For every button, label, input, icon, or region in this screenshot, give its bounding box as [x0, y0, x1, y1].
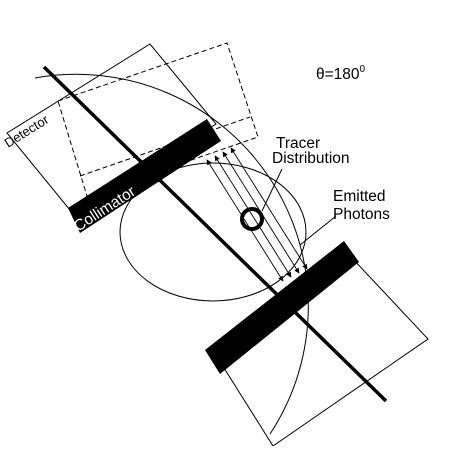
- photons-label-line1: Emitted: [333, 188, 386, 205]
- angle-superscript: 0: [360, 64, 366, 75]
- photons-leader-line: [299, 215, 337, 246]
- lower-collimator: [205, 241, 359, 374]
- angle-label: θ=1800: [316, 64, 366, 83]
- tracer-label-line1: Tracer: [276, 135, 320, 152]
- upper-detector-box: [6, 43, 217, 216]
- rotation-arc: [34, 73, 309, 435]
- ghost-detector-outline: [57, 42, 259, 197]
- tracer-leader-line: [261, 168, 283, 212]
- tracer-label-line2: Distribution: [272, 150, 350, 167]
- detector-label: Detector: [2, 111, 52, 150]
- upper-collimator: [68, 119, 221, 233]
- photon-arrow: [230, 147, 308, 270]
- photons-label-line2: Photons: [333, 206, 390, 223]
